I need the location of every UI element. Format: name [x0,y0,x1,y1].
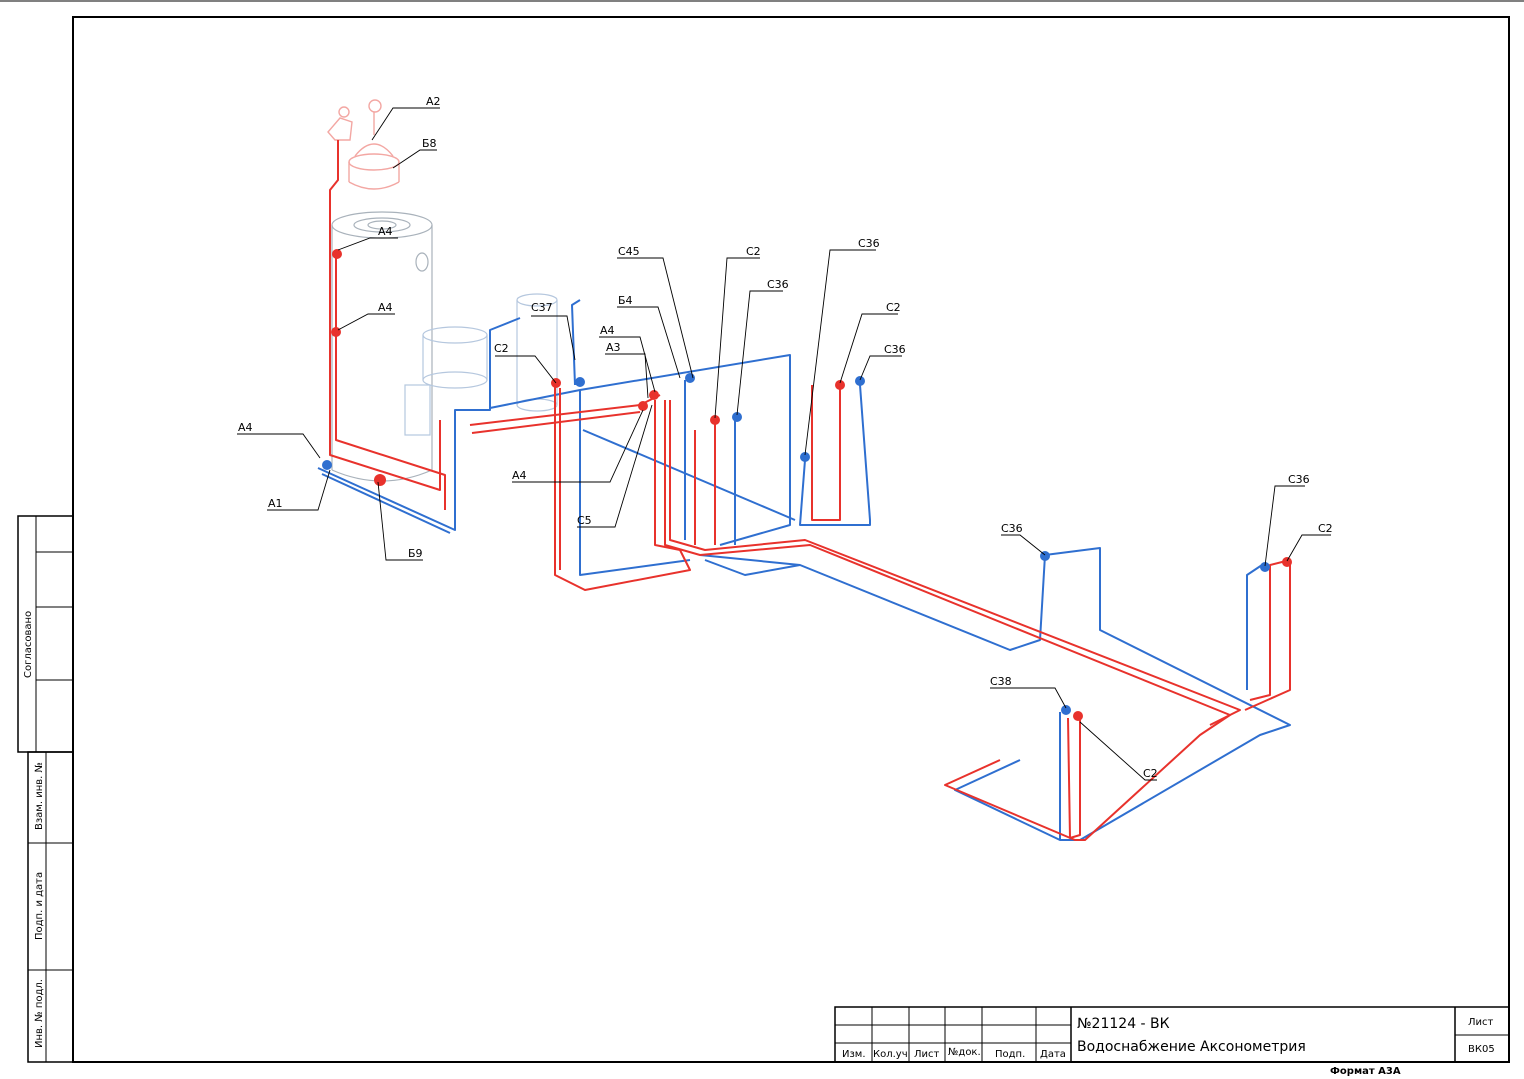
sign-date-label: Подп. и дата [34,872,45,940]
col-kol: Кол.уч [873,1049,908,1060]
sheet-code: ВК05 [1468,1044,1495,1055]
callout-a1: А1 [268,497,283,510]
title-block: Изм. Кол.уч Лист №док. Подп. Дата №21124… [834,1006,1510,1077]
membrane-tank [404,326,488,436]
valves [322,249,1292,721]
valve-icon [732,412,742,422]
callout-b8: Б8 [422,137,437,150]
callout-c36-e: С36 [1288,473,1310,486]
callout-a4-center: А4 [600,324,615,337]
col-doc: №док. [948,1047,981,1058]
callout-c2-e: С2 [1143,767,1158,780]
valve-icon [374,474,386,486]
expansion-vessel [327,99,400,190]
format-label: Формат А3А [1330,1066,1401,1077]
callout-c2-c: С2 [494,342,509,355]
col-list: Лист [914,1049,940,1060]
valve-icon [638,401,648,411]
valve-icon [331,327,341,337]
callout-a4-top: А4 [378,225,393,238]
valve-icon [1260,562,1270,572]
leaders [237,107,1331,781]
callout-b9: Б9 [408,547,423,560]
water-heater-tank [331,211,433,482]
callout-c45: С45 [618,245,640,258]
cold-water-pipes [317,299,1291,841]
valve-icon [1073,711,1083,721]
replaced-inv-label: Взам. инв. № [34,762,45,830]
callout-labels: А2 Б8 А4 А4 А4 А1 Б9 С45 С2 С36 С36 С2 С… [238,95,1333,780]
valve-icon [649,390,659,400]
valve-icon [1061,705,1071,715]
valve-icon [855,376,865,386]
sheet-label: Лист [1468,1017,1494,1028]
callout-c37: С37 [531,301,553,314]
valve-icon [1282,557,1292,567]
callout-c2-d: С2 [1318,522,1333,535]
valve-icon [332,249,342,259]
callout-c36-c: С36 [884,343,906,356]
project-number: №21124 - ВК [1077,1016,1170,1032]
callout-c36-b: С36 [858,237,880,250]
valve-icon [575,377,585,387]
valve-icon [835,380,845,390]
drawing-frame [72,16,1510,1063]
callout-c36-d: С36 [1001,522,1023,535]
valve-icon [685,373,695,383]
valve-icon [710,415,720,425]
callout-b4: Б4 [618,294,633,307]
inv-orig-label: Инв. № подл. [34,979,45,1048]
callout-a4-mid: А4 [378,301,393,314]
valve-icon [322,460,332,470]
agreed-label: Согласовано [23,611,34,678]
valve-icon [800,452,810,462]
callout-c2-b: С2 [886,301,901,314]
callout-c5: С5 [577,514,592,527]
callout-c2-a: С2 [746,245,761,258]
col-data: Дата [1040,1049,1066,1060]
callout-a4-left: А4 [238,421,253,434]
hot-water-pipes [329,140,1291,841]
col-izm: Изм. [842,1049,866,1060]
callout-c36-a: С36 [767,278,789,291]
callout-a3: А3 [606,341,621,354]
equipment [327,99,558,482]
callout-c38: С38 [990,675,1012,688]
side-stamp: Согласовано Взам. инв. № Подп. и дата Ин… [17,515,74,1063]
col-podp: Подп. [995,1049,1025,1060]
callout-a4-lower: А4 [512,469,527,482]
drawing-title: Водоснабжение Аксонометрия [1077,1039,1306,1055]
callout-a2: А2 [426,95,441,108]
